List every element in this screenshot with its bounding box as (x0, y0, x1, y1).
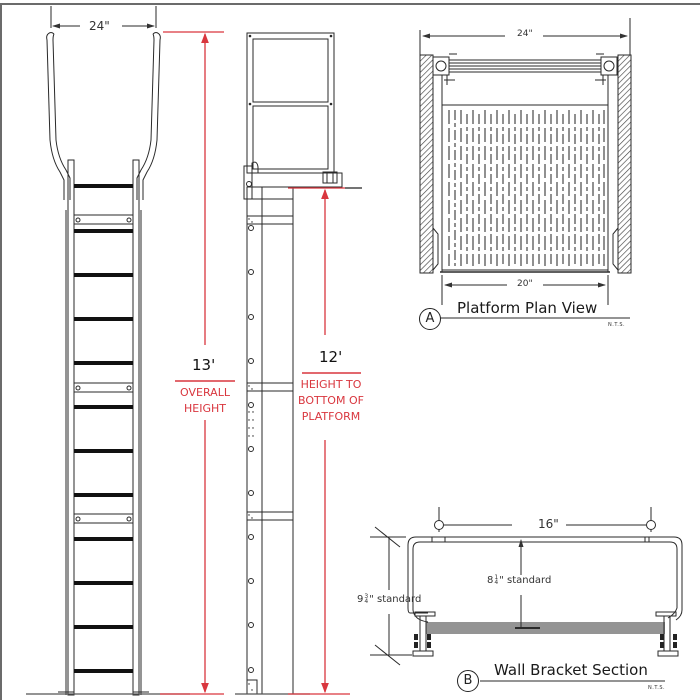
platform-height-label-line1: HEIGHT TO (300, 378, 362, 391)
wall-bracket-drawing (370, 507, 683, 682)
inner-standoff-suffix: " standard (499, 575, 552, 586)
overall-height-label-line1: OVERALL (180, 386, 230, 399)
wall-bracket-title: Wall Bracket Section (494, 661, 648, 679)
bracket-hole-spacing-dimension: 16" (538, 517, 559, 531)
platform-plan-title: Platform Plan View (457, 299, 598, 317)
platform-height-value: 12' (319, 348, 343, 366)
platform-height-label-line3: PLATFORM (301, 410, 361, 423)
platform-height-label: HEIGHT TO BOTTOM OF PLATFORM (292, 377, 370, 425)
front-width-dimension: 24" (89, 19, 110, 33)
outer-standoff-numerator: 3 (364, 593, 369, 600)
view-marker-b: B (457, 670, 479, 692)
platform-grating (448, 110, 605, 266)
platform-height-label-line2: BOTTOM OF (298, 394, 364, 407)
wall-bracket-nts: N.T.S. (648, 685, 666, 691)
frame-border-top (0, 3, 700, 5)
overall-height-value: 13' (192, 356, 216, 374)
plan-outer-width-dimension: 24" (517, 29, 533, 39)
outer-standoff-whole: 9 (357, 594, 364, 605)
platform-plan-nts: N.T.S. (608, 322, 626, 328)
platform-plan-drawing (419, 18, 632, 319)
platform-height-dimension (288, 187, 362, 695)
outer-standoff-denominator: 4 (364, 598, 369, 605)
outer-standoff-suffix: " standard (369, 594, 422, 605)
inner-standoff-numerator: 1 (494, 574, 499, 581)
overall-height-dimension (160, 31, 235, 695)
overall-height-label: OVERALL HEIGHT (170, 385, 240, 417)
front-view-rungs (74, 184, 133, 673)
side-view-ladder (235, 32, 343, 695)
inner-standoff-whole: 8 (487, 575, 494, 586)
bracket-bolts (414, 634, 677, 648)
view-marker-a: A (419, 308, 441, 330)
front-view-ladder (26, 6, 190, 696)
inner-standoff-denominator: 4 (494, 579, 499, 586)
frame-border-left (0, 3, 2, 700)
plan-inner-width-dimension: 20" (517, 279, 533, 289)
overall-height-label-line2: HEIGHT (184, 402, 226, 415)
